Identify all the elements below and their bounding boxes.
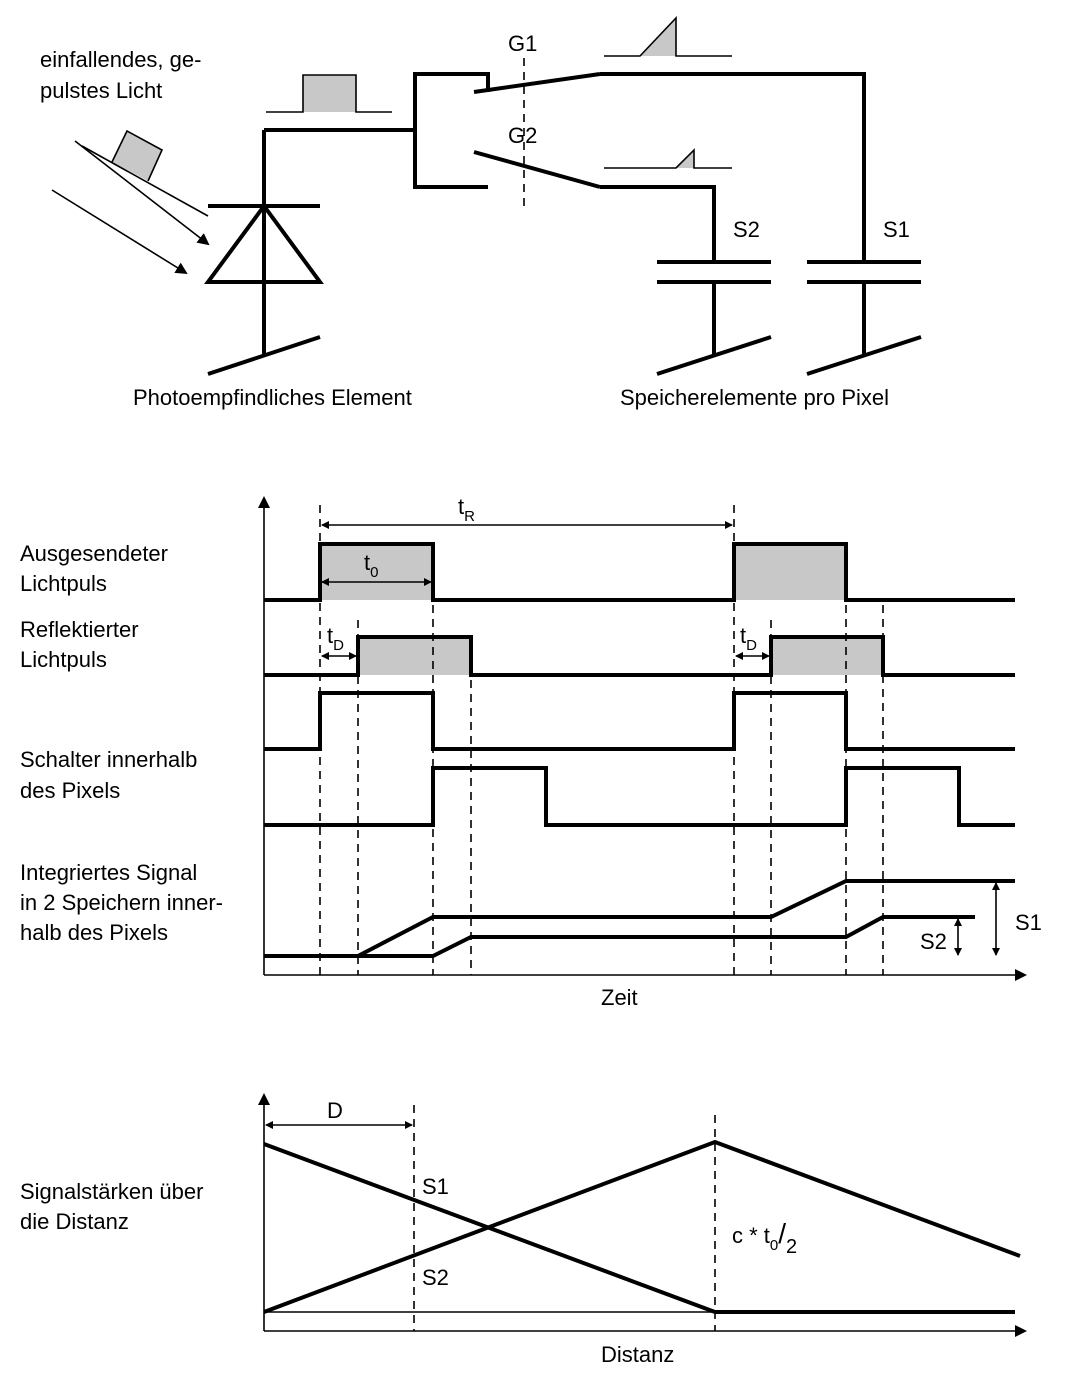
distance-s2-label: S2 (422, 1265, 449, 1290)
emitted-pulse-2-fill (734, 544, 846, 600)
incident-light-label-2: pulstes Licht (40, 78, 162, 103)
wire-to-s1 (600, 72, 866, 262)
D-label: D (327, 1098, 343, 1123)
reflected-pulse-2-fill (771, 637, 883, 675)
integrated-s1-label: S1 (1015, 910, 1042, 935)
gate-g1-label: G1 (508, 31, 537, 56)
circuit-section: einfallendes, ge- pulstes Licht (40, 15, 922, 410)
storage-elements-label: Speicherelemente pro Pixel (620, 385, 889, 410)
switch-label-1: Schalter innerhalb (20, 747, 197, 772)
signal-strength-label-2: die Distanz (20, 1209, 129, 1234)
capacitor-s2 (656, 260, 772, 376)
distance-s1-curve (263, 1142, 1015, 1314)
emitted-pulse-label-1: Ausgesendeter (20, 541, 168, 566)
integrated-signal-label-2: in 2 Speichern inner- (20, 890, 223, 915)
formula-label: c * t0/2 (732, 1218, 797, 1258)
wire-to-s2 (600, 185, 716, 262)
storage-s2-label: S2 (733, 217, 760, 242)
emitted-pulse-1-fill (320, 544, 433, 600)
t0-label: t0 (364, 550, 378, 581)
photo-element-label: Photoempfindliches Element (133, 385, 412, 410)
emitted-pulse-label-2: Lichtpuls (20, 571, 107, 596)
reflected-pulse-1-fill (358, 637, 471, 675)
distance-section: Distanz Signalstärken über die Distanz D… (20, 1093, 1027, 1367)
capacitor-s1 (806, 260, 922, 376)
switch-bracket (413, 58, 601, 210)
tR-label: tR (458, 494, 475, 525)
reflected-pulse-label-1: Reflektierter (20, 617, 139, 642)
distance-x-label: Distanz (601, 1342, 674, 1367)
photocurrent-pulse-icon (266, 74, 392, 113)
emitted-pulse-waveform (264, 542, 1015, 602)
g1-signal-icon (604, 15, 732, 57)
distance-s1-label: S1 (422, 1174, 449, 1199)
photodiode-symbol (204, 128, 415, 376)
tD-label-2: tD (740, 623, 757, 654)
switch-g2-waveform (264, 766, 1015, 827)
timing-x-label: Zeit (601, 985, 638, 1010)
storage-s1-label: S1 (883, 217, 910, 242)
switch-g1-waveform (264, 691, 1015, 751)
incident-light-rays (51, 129, 210, 275)
distance-s2-curve (263, 1139, 1021, 1314)
integrated-signal-label-3: halb des Pixels (20, 920, 168, 945)
integrated-signal-label-1: Integriertes Signal (20, 860, 197, 885)
signal-strength-label-1: Signalstärken über (20, 1179, 203, 1204)
integrated-s2-label: S2 (920, 929, 947, 954)
tD-label-1: tD (327, 623, 344, 654)
gate-g2-label: G2 (508, 123, 537, 148)
incident-light-label-1: einfallendes, ge- (40, 47, 201, 72)
reflected-pulse-waveform (264, 635, 1015, 677)
timing-section: Zeit Ausgesendeter Lichtpuls Reflektiert… (20, 494, 1042, 1010)
reflected-pulse-label-2: Lichtpuls (20, 647, 107, 672)
integrated-s2-curve (264, 915, 975, 958)
switch-label-2: des Pixels (20, 778, 120, 803)
g2-signal-icon (604, 148, 732, 169)
incident-pulse-shape (112, 131, 162, 181)
